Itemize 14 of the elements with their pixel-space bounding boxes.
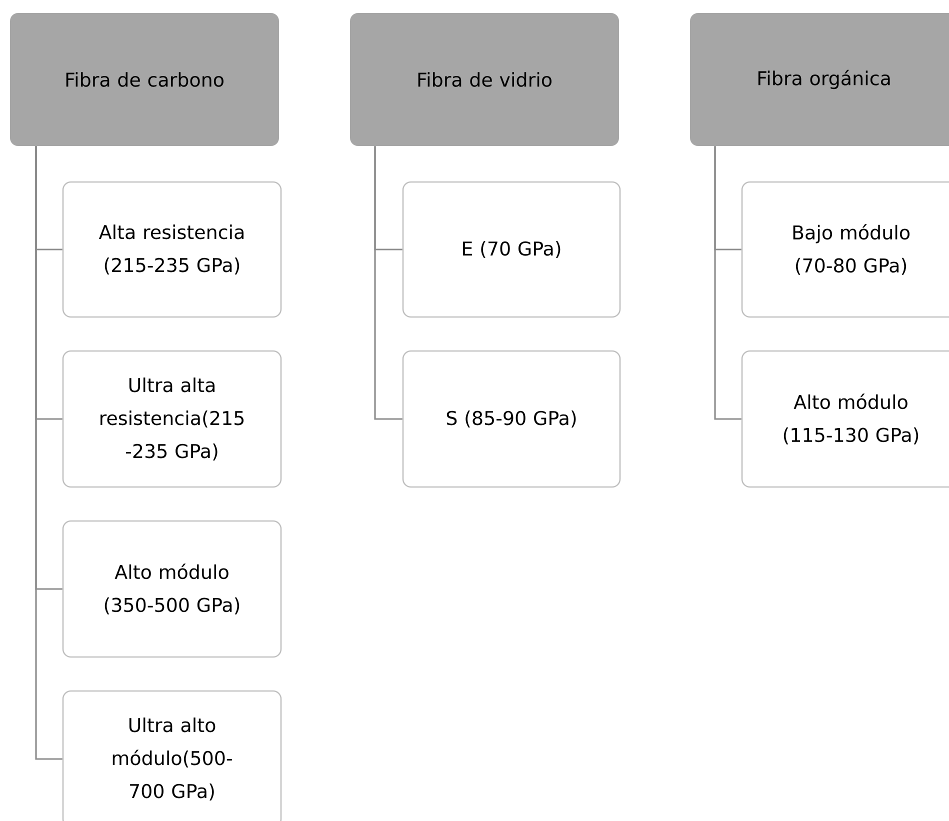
connector-line <box>374 146 402 420</box>
connector-line <box>35 146 62 760</box>
category-box: Fibra de carbono <box>10 12 279 146</box>
subcategory-box: S (85-90 GPa) <box>402 350 621 488</box>
subcategory-box: Alto módulo (115-130 GPa) <box>741 350 949 488</box>
subcategory-box: Bajo módulo (70-80 GPa) <box>741 181 949 318</box>
connector-line <box>714 146 742 420</box>
subcategory-box: Ultra alta resistencia(215 -235 GPa) <box>62 350 282 488</box>
subcategory-box: Alta resistencia (215-235 GPa) <box>62 181 282 318</box>
subcategory-box: Alto módulo (350-500 GPa) <box>62 520 282 658</box>
category-box: Fibra de vidrio <box>350 12 619 146</box>
category-box: Fibra orgánica <box>690 12 949 146</box>
subcategory-box: Ultra alto módulo(500- 700 GPa) <box>62 690 282 821</box>
subcategory-box: E (70 GPa) <box>402 181 621 318</box>
